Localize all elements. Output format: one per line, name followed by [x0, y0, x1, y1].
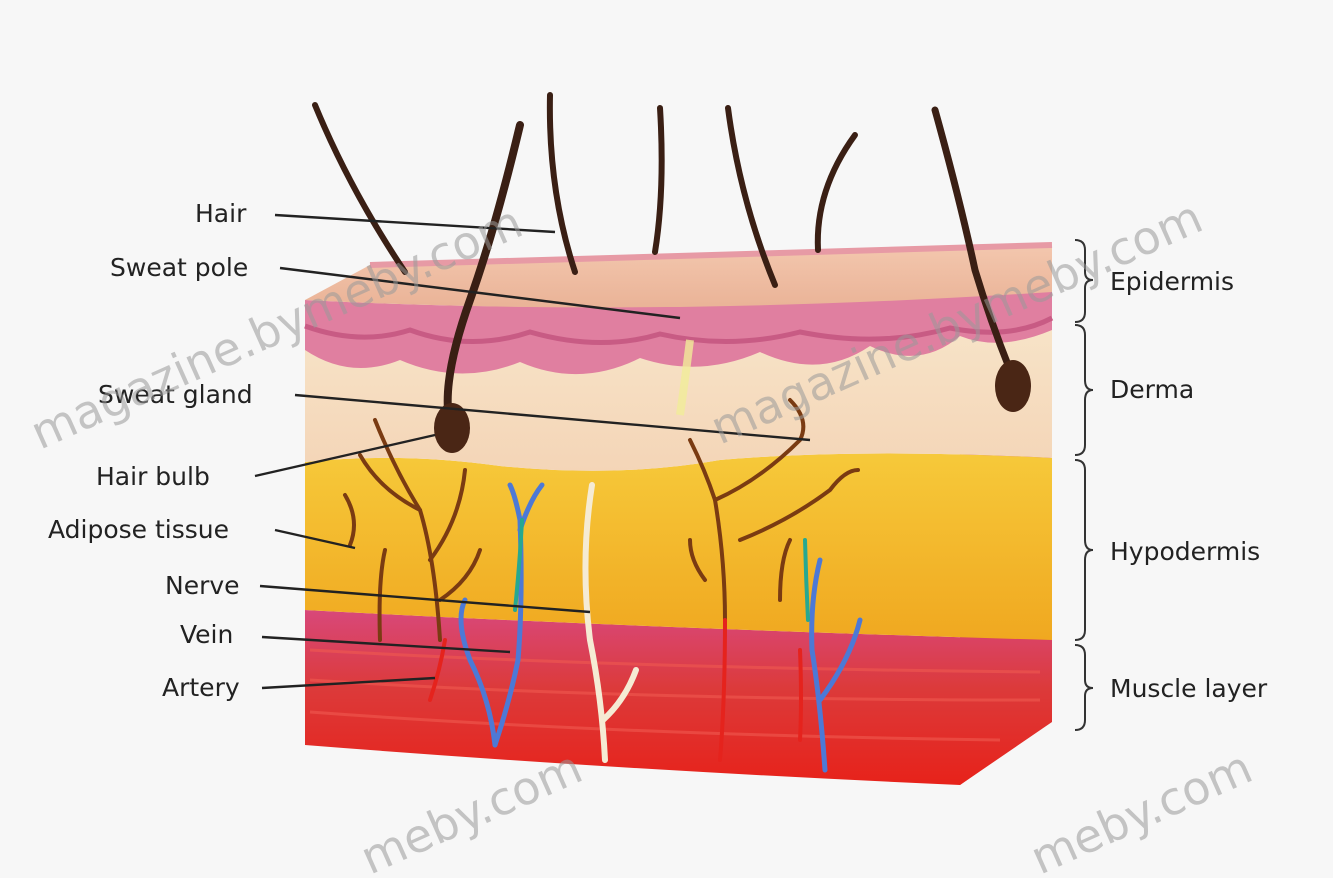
- label-nerve: Nerve: [165, 571, 240, 600]
- label-vein: Vein: [180, 620, 233, 649]
- hypodermis-layer: [305, 453, 1052, 640]
- watermark-bottom-right: meby.com: [1023, 740, 1260, 878]
- label-hypodermis: Hypodermis: [1110, 537, 1260, 566]
- label-hair: Hair: [195, 199, 247, 228]
- watermark-bottom-left: meby.com: [353, 740, 590, 878]
- hair-bulb-right: [995, 360, 1031, 412]
- label-artery: Artery: [162, 673, 240, 702]
- label-sweat-pole: Sweat pole: [110, 253, 248, 282]
- layer-brackets: [1075, 240, 1093, 730]
- label-muscle-layer: Muscle layer: [1110, 674, 1268, 703]
- label-adipose-tissue: Adipose tissue: [48, 515, 229, 544]
- label-derma: Derma: [1110, 375, 1194, 404]
- label-hair-bulb: Hair bulb: [96, 462, 210, 491]
